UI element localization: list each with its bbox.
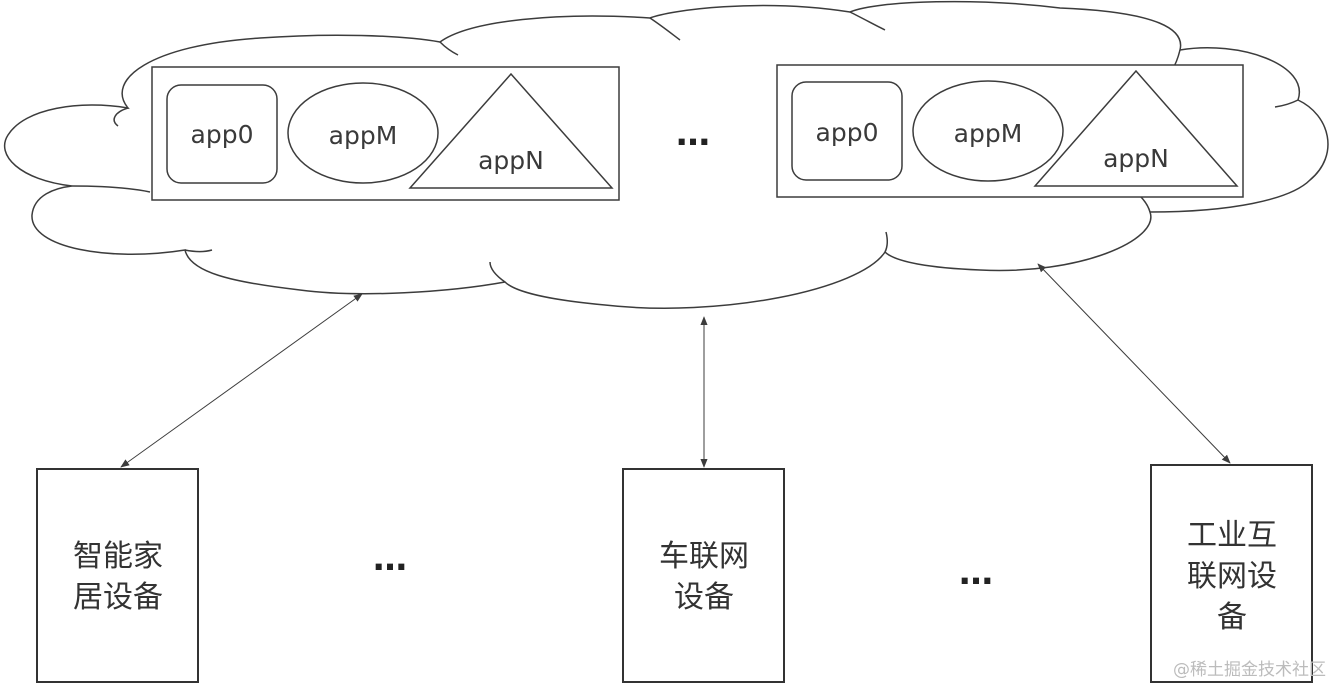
app0-shape [791, 81, 903, 181]
device-ellipsis: … [959, 553, 995, 593]
appN-shape [408, 72, 614, 189]
app-group-right: app0 appM appN [776, 64, 1244, 198]
device-box [36, 468, 199, 683]
arrow-smart-home [120, 293, 363, 468]
appN-shape [1033, 69, 1239, 187]
arrow-iiot [1037, 263, 1231, 464]
device-label-line: 设备 [674, 580, 734, 615]
watermark: @稀土掘金技术社区 [1173, 660, 1326, 680]
device-label-line: 联网设 [1187, 559, 1277, 594]
appN-label: appN [1103, 144, 1169, 173]
app-group-left: app0 appM appN [151, 66, 620, 201]
appM-label: appM [329, 121, 398, 150]
appM-shape [912, 80, 1064, 182]
app0-label: app0 [191, 120, 254, 149]
device-box [622, 468, 785, 683]
appM-shape [287, 82, 439, 184]
device-iiot: 工业互 联网设 备 [1150, 464, 1313, 683]
cloud-ellipsis: … [676, 114, 712, 154]
device-label-line: 备 [1217, 600, 1247, 635]
device-label-line: 居设备 [73, 580, 163, 615]
app0-label: app0 [816, 118, 879, 147]
appM-label: appM [954, 119, 1023, 148]
app0-shape [166, 84, 278, 184]
appN-label: appN [478, 146, 544, 175]
device-box [1150, 464, 1313, 683]
device-label-line: 工业互 [1187, 518, 1277, 553]
device-ellipsis: … [373, 539, 409, 579]
device-iov: 车联网 设备 [622, 468, 785, 683]
device-label-line: 智能家 [73, 539, 163, 574]
device-label-line: 车联网 [659, 539, 749, 574]
device-smart-home: 智能家 居设备 [36, 468, 199, 683]
